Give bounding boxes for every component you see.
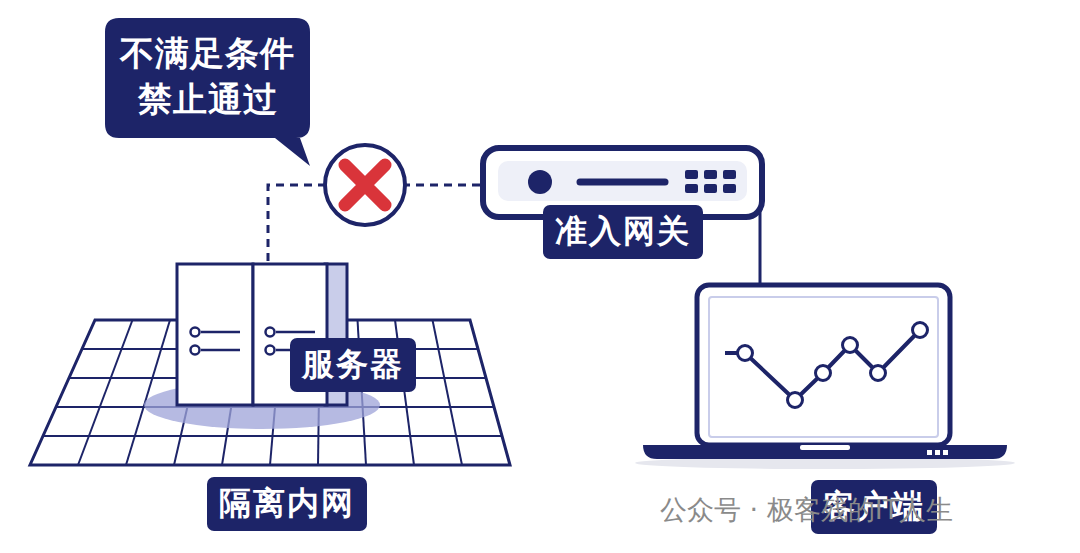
gateway-led [528, 170, 552, 194]
chart-point [816, 366, 831, 381]
server-slot [276, 331, 315, 334]
chart-point [913, 323, 928, 338]
grid-line [270, 320, 283, 465]
server-unit [177, 264, 253, 405]
gateway-port [723, 170, 736, 179]
grid-line [433, 320, 463, 465]
gateway-device: 准入网关 [480, 145, 765, 220]
laptop-base [643, 445, 1007, 459]
chart-point [788, 393, 803, 408]
screen-inner [709, 297, 938, 437]
red-cross [345, 165, 385, 205]
server-led [191, 328, 200, 337]
gateway-label: 准入网关 [543, 205, 703, 259]
callout-bubble: 不满足条件 禁止通过 [105, 18, 310, 168]
laptop-screen [697, 285, 950, 445]
grid-line [78, 320, 133, 465]
network-label: 隔离内网 [207, 477, 367, 531]
server-shadow [144, 381, 380, 429]
chart-point [738, 346, 753, 361]
grid-line [318, 320, 320, 465]
laptop-port [927, 450, 932, 455]
gateway-port [704, 170, 717, 179]
watermark: 公众号 · 极客残的IT人生 [660, 492, 953, 528]
gateway-port [704, 184, 717, 193]
server-led [191, 346, 200, 355]
chart-line [725, 330, 920, 400]
server-label: 服务器 [290, 338, 416, 392]
gateway-port [685, 184, 698, 193]
gateway-port [685, 170, 698, 179]
laptop-port [943, 450, 948, 455]
gateway-port [723, 184, 736, 193]
grid-line [69, 377, 486, 379]
floor-outline [30, 320, 510, 465]
server-led [266, 346, 275, 355]
server-led [266, 328, 275, 337]
laptop-port [935, 450, 940, 455]
blocked-circle [325, 145, 405, 225]
server-slot [201, 349, 240, 352]
server: 服务器 [175, 262, 350, 407]
gateway-panel [498, 161, 747, 201]
laptop-notch [800, 445, 850, 450]
grid-line [174, 320, 208, 465]
bubble-shape [105, 18, 310, 166]
grid-line [395, 320, 414, 465]
gateway-slot [580, 179, 665, 186]
grid-line [222, 320, 245, 465]
server-slot [201, 331, 240, 334]
callout-text: 不满足条件 禁止通过 [115, 30, 300, 122]
grid-line [82, 348, 478, 350]
chart-point [843, 338, 858, 353]
isolated-network: 服务器隔离内网 [30, 255, 510, 540]
chart-point [871, 366, 886, 381]
